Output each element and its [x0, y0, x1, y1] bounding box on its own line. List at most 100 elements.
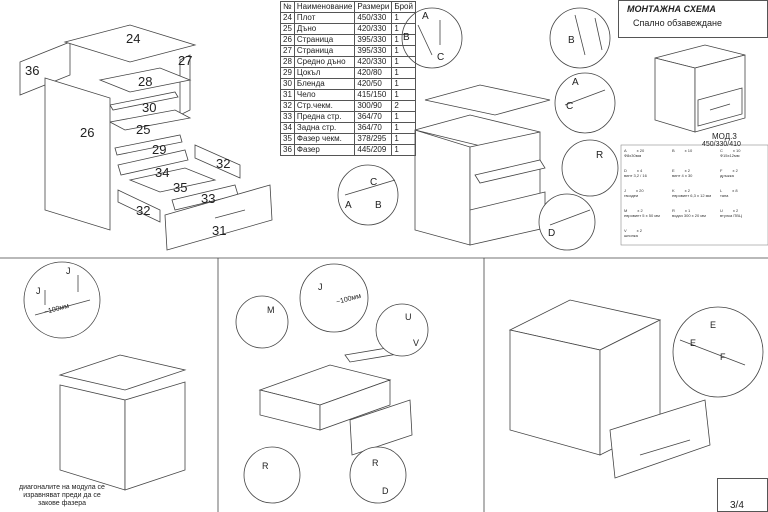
label-25: 25 [136, 122, 151, 137]
cell-no: 28 [280, 56, 295, 68]
cabinet-top [424, 84, 551, 116]
hardware-qty: x 2 [636, 228, 643, 233]
letter-c-2: C [566, 101, 574, 112]
cell-no: 29 [280, 67, 295, 79]
part-25-bottom [108, 109, 192, 131]
hardware-desc: евровинт 5 x 50 мм [624, 213, 660, 218]
assembly-view-top [337, 7, 619, 251]
cabinet-side-final [509, 329, 601, 456]
header-no: № [280, 1, 295, 13]
hardware-desc: шпонка [624, 233, 638, 238]
label-30: 30 [142, 100, 157, 115]
label-24: 24 [126, 31, 141, 46]
cell-size: 420/50 [354, 78, 393, 90]
hardware-box-frame [620, 144, 768, 246]
part-30-blende [109, 91, 179, 111]
cell-qty: 1 [391, 12, 416, 24]
drawer-handle [214, 209, 246, 219]
header-size: Размери [354, 1, 393, 13]
cell-name: Страница [293, 45, 356, 57]
letter-a-3: A [345, 200, 352, 211]
page-box: 3/4 [717, 478, 768, 512]
part-32-side-right [194, 144, 241, 179]
letter-f-1: F [720, 352, 726, 362]
nail-detail-circle [23, 261, 101, 339]
hardware-qty: x 10 [732, 148, 741, 153]
cell-size: 415/150 [354, 89, 393, 101]
cell-qty: 1 [391, 133, 416, 145]
letter-c-3: C [370, 177, 378, 188]
cell-name: Дъно [293, 23, 356, 35]
cell-no: 31 [280, 89, 295, 101]
letter-r-2: R [262, 461, 269, 471]
hardware-qty: x 2 [637, 208, 643, 213]
part-35-drawer-fazer [128, 167, 217, 193]
cell-no: 24 [280, 12, 295, 24]
hardware-code: F [720, 168, 723, 173]
cell-name: Бленда [293, 78, 356, 90]
cabinet-side [414, 129, 471, 246]
cell-size: 364/70 [354, 122, 393, 134]
label-29: 29 [152, 142, 167, 157]
hardware-desc: дръжка [720, 173, 734, 178]
cell-no: 25 [280, 23, 295, 35]
hardware-code: K [672, 188, 675, 193]
nailing-view [23, 261, 187, 491]
part-34-back [117, 149, 189, 176]
letter-r-1: R [596, 150, 604, 161]
cell-size: 378/295 [354, 133, 393, 145]
cell-qty: 1 [391, 89, 416, 101]
cell-no: 26 [280, 34, 295, 46]
cabinet-shelf [474, 159, 546, 184]
cell-size: 450/330 [354, 12, 393, 24]
hardware-desc: гвоздеи [624, 193, 639, 198]
detail-circle-4 [561, 139, 619, 197]
part-32-side-left [117, 189, 161, 223]
letter-r-3: R [372, 458, 379, 468]
detail-m [235, 295, 289, 349]
cell-qty: 1 [391, 56, 416, 68]
hardware-qty: x 20 [636, 148, 645, 153]
hardware-desc: тапа [720, 193, 729, 198]
hardware-qty: x 2 [684, 188, 691, 193]
letter-a-2: A [572, 77, 579, 88]
handle-mounting-view [508, 299, 764, 479]
cell-no: 36 [280, 144, 295, 156]
product-sketch [654, 44, 746, 133]
letter-c-1: C [437, 52, 445, 63]
hardware-desc: Ф15x12мм [720, 153, 740, 158]
drawer-final [609, 399, 711, 479]
label-32-right: 32 [216, 156, 231, 171]
cell-size: 420/330 [354, 56, 393, 68]
diagonal-note: диагоналите на модула се изравняват пред… [19, 484, 105, 507]
detail-r-left [243, 446, 301, 504]
drawer-assembly-view [235, 263, 429, 504]
cell-no: 32 [280, 100, 295, 112]
hardware-code: R [672, 208, 675, 213]
letter-e-2: E [690, 338, 697, 348]
parts-table-header: № Наименование Размери Брой [280, 1, 416, 13]
hardware-qty: x 2 [732, 208, 739, 213]
cell-qty: 1 [391, 45, 416, 57]
hardware-code: C [720, 148, 723, 153]
hardware-desc: водач 300 x 20 мм [672, 213, 706, 218]
hardware-qty: x 4 [636, 168, 643, 173]
